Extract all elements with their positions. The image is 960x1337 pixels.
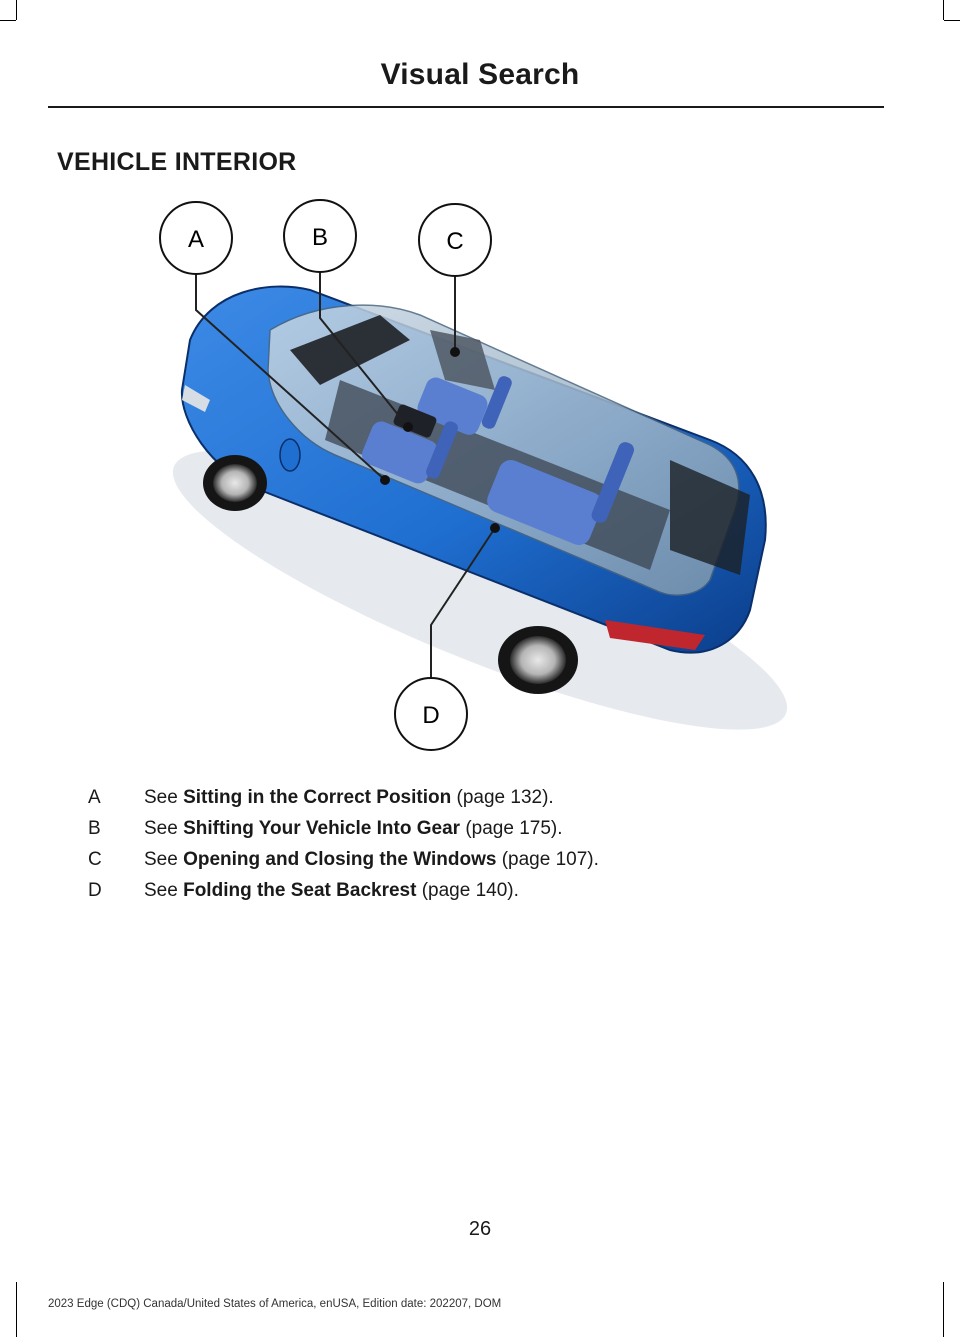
front-wheel [203,455,267,511]
rear-wheel [498,626,578,694]
callout-b-label: B [312,224,328,251]
reference-link-seat-backrest[interactable]: Folding the Seat Backrest [183,880,417,901]
rear-door-panel [430,330,495,390]
reference-key: D [88,880,102,901]
section-heading: VEHICLE INTERIOR [57,148,297,176]
side-mirror [279,438,301,472]
callout-c: C [418,203,492,277]
vehicle-interior-illustration: A B C D [159,199,788,751]
reference-key: A [88,787,101,808]
crop-mark-bottom-right-v [943,1282,944,1337]
leader-line-b [319,262,409,428]
leader-line-a [195,260,386,481]
headlight [182,385,210,412]
callout-b: B [283,199,357,273]
leader-line-d [430,527,496,680]
edition-footer: 2023 Edge (CDQ) Canada/United States of … [48,1298,502,1310]
tail-light [605,620,705,650]
cargo-area [670,460,750,575]
crop-mark-bottom-left-v [16,1282,17,1337]
reference-link-windows[interactable]: Opening and Closing the Windows [183,849,497,870]
callout-d: D [394,677,468,751]
reference-prefix: See [144,880,184,901]
crop-mark-top-left-h [0,20,16,21]
callout-a-label: A [188,226,204,253]
reference-text: See Opening and Closing the Windows (pag… [144,846,599,874]
reference-text: See Folding the Seat Backrest (page 140)… [144,877,519,905]
vehicle-shadow [172,450,788,730]
reference-text: See Shifting Your Vehicle Into Gear (pag… [144,815,563,843]
callout-leader-lines [195,260,496,680]
rear-seats [487,442,635,545]
crop-mark-top-right-v [943,0,944,20]
page-number: 26 [468,1218,492,1240]
reference-key: B [88,818,101,839]
reference-page: (page 107). [496,849,599,870]
reference-link-sitting-position[interactable]: Sitting in the Correct Position [183,787,452,808]
reference-prefix: See [144,849,184,870]
reference-text: See Sitting in the Correct Position (pag… [144,784,554,812]
crop-mark-top-left-v [16,0,17,20]
callout-a: A [159,201,233,275]
reference-link-shifting-gear[interactable]: Shifting Your Vehicle Into Gear [183,818,461,839]
reference-prefix: See [144,787,184,808]
reference-key: C [88,849,102,870]
reference-page: (page 140). [416,880,519,901]
crop-mark-top-right-h [944,20,960,21]
reference-page: (page 132). [451,787,554,808]
reference-prefix: See [144,818,184,839]
callout-d-label: D [422,702,439,729]
callout-anchor-dots [380,347,500,533]
page-title: Visual Search [380,58,580,91]
header-divider [48,106,884,108]
callout-c-label: C [446,228,463,255]
dashboard [290,315,410,385]
reference-page: (page 175). [460,818,563,839]
center-console [393,404,437,438]
